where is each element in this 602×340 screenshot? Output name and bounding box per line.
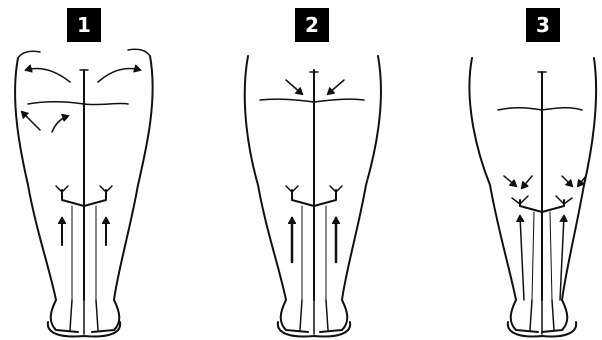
diagram-panel-3: 3 <box>402 0 602 340</box>
leg-outline-figure-1 <box>0 0 200 340</box>
diagram-panel-1: 1 <box>0 0 200 340</box>
leg-outline-figure-3 <box>402 0 602 340</box>
diagram-panel-2: 2 <box>222 0 422 340</box>
leg-outline-figure-2 <box>222 0 422 340</box>
